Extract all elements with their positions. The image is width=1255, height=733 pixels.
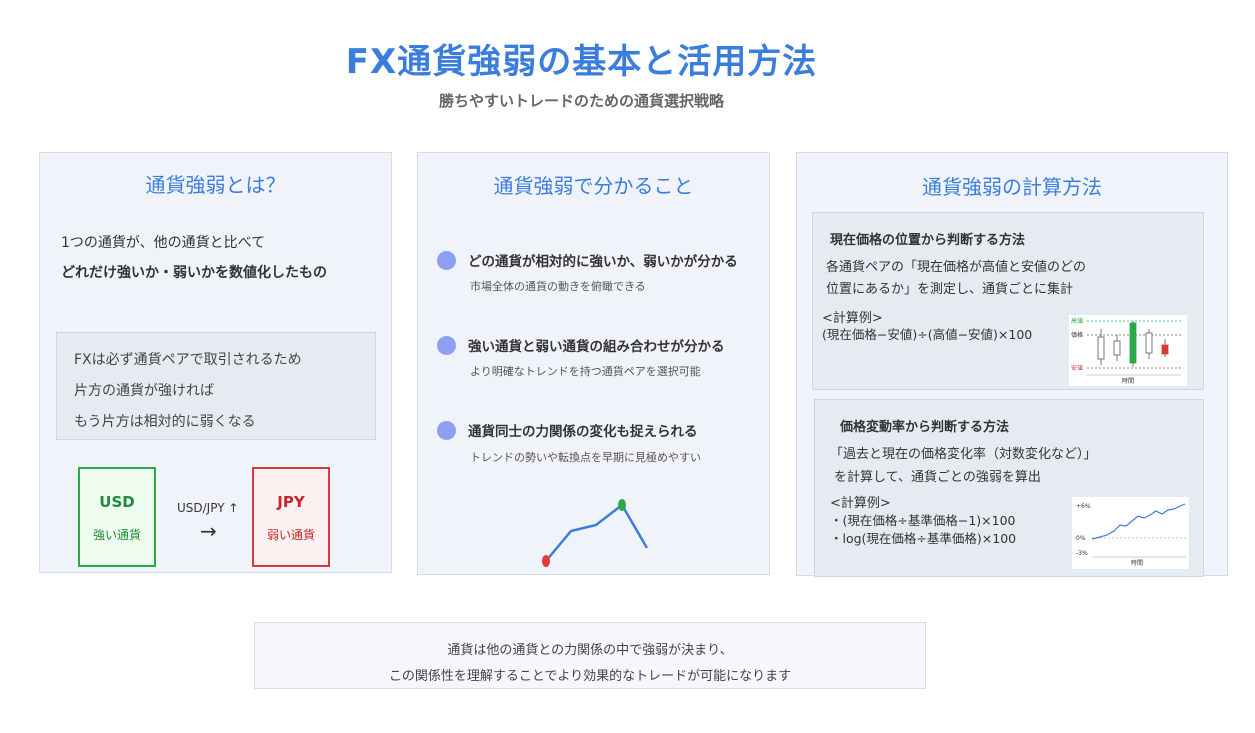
candle [1129,322,1137,364]
candle [1145,332,1153,354]
tick-mid: 0% [1076,535,1086,542]
trend-high-point [618,499,626,511]
note-line-2: 片方の通貨が強ければ [74,383,214,399]
rate-example-label: <計算例> [830,496,891,511]
strong-currency-box: USD 強い通貨 [78,467,156,567]
strong-currency-code: USD [99,493,135,511]
insight-detail-2: より明確なトレンドを持つ通貨ペアを選択可能 [470,365,701,378]
rate-method-box: 価格変動率から判断する方法 「過去と現在の価格変化率（対数変化など）」 を計算し… [814,399,1204,577]
insight-heading-1: どの通貨が相対的に強いか、弱いかが分かる [468,254,738,270]
candle [1161,344,1169,355]
definition-line-1: 1つの通貨が、他の通貨と比べて [61,235,266,251]
summary-line-2: この関係性を理解することでより効果的なトレードが可能になります [388,669,792,684]
position-method-title: 現在価格の位置から判断する方法 [830,233,1026,248]
insights-title: 通貨強弱で分かること [493,174,694,198]
pair-note-box: FXは必ず通貨ペアで取引されるため 片方の通貨が強ければ もう片方は相対的に弱く… [56,332,376,440]
position-method-box: 現在価格の位置から判断する方法 各通貨ペアの「現在価格が高値と安値のどの 位置に… [812,212,1204,390]
candlestick-chart: 高値 価格 安値 時間 [1069,315,1187,386]
rate-method-desc-2: を計算して、通貨ごとの強弱を算出 [834,470,1041,485]
low-label: 安値 [1071,364,1083,372]
summary-box: 通貨は他の通貨との力関係の中で強弱が決まり、 この関係性を理解することでより効果… [254,622,926,689]
position-example-label: <計算例> [822,311,883,326]
position-method-desc-2: 位置にあるか」を測定し、通貨ごとに集計 [826,282,1074,297]
candle [1113,340,1121,356]
definition-line-2: どれだけ強いか・弱いかを数値化したもの [61,265,327,281]
position-method-desc-1: 各通貨ペアの「現在価格が高値と安値のどの [826,260,1087,275]
candles [1097,321,1169,367]
pair-label: USD/JPY ↑ [177,501,239,515]
time-label: 時間 [1131,559,1143,567]
calculation-title: 通貨強弱の計算方法 [922,175,1102,199]
high-label: 高値 [1071,317,1083,325]
summary-line-1: 通貨は他の通貨との力関係の中で強弱が決まり、 [447,643,733,658]
arrow-right-icon: → [200,519,217,543]
trend-line-illustration [542,499,649,567]
definition-title: 通貨強弱とは？ [145,173,286,197]
rate-method-desc-1: 「過去と現在の価格変化率（対数変化など）」 [830,447,1097,462]
page-subtitle: 勝ちやすいトレードのための通貨選択戦略 [438,92,724,110]
tick-bottom: -3% [1076,550,1088,557]
rate-change-chart: +6% 0% -3% 時間 [1072,497,1189,569]
insight-detail-1: 市場全体の通貨の動きを俯瞰できる [470,280,646,293]
insight-heading-2: 強い通貨と弱い通貨の組み合わせが分かる [468,339,725,355]
bullet-icon [437,336,456,355]
bullet-icon [437,251,456,270]
weak-currency-label: 弱い通貨 [266,528,315,542]
strong-currency-label: 強い通貨 [92,528,141,542]
time-label: 時間 [1122,377,1134,385]
trend-low-point [542,555,550,567]
definition-panel: 通貨強弱とは？ 1つの通貨が、他の通貨と比べて どれだけ強いか・弱いかを数値化し… [39,152,392,573]
position-formula: (現在価格−安値)÷(高値−安値)×100 [822,327,1033,342]
rate-formula-2: ・log(現在価格÷基準価格)×100 [830,531,1017,546]
tick-top: +6% [1076,503,1091,510]
rate-line [1091,503,1186,540]
bullet-icon [437,421,456,440]
note-line-1: FXは必ず通貨ペアで取引されるため [74,352,302,368]
insights-panel: 通貨強弱で分かること どの通貨が相対的に強いか、弱いかが分かる 市場全体の通貨の… [417,152,770,575]
rate-method-title: 価格変動率から判断する方法 [840,420,1010,435]
insight-heading-3: 通貨同士の力関係の変化も捉えられる [468,424,698,440]
page-title: FX通貨強弱の基本と活用方法 [345,42,818,82]
trend-line [545,503,649,562]
candle [1097,336,1105,360]
weak-currency-box: JPY 弱い通貨 [252,467,330,567]
price-label: 価格 [1071,331,1083,339]
rate-formula-1: ・(現在価格÷基準価格−1)×100 [830,513,1016,528]
calculation-panel: 通貨強弱の計算方法 現在価格の位置から判断する方法 各通貨ペアの「現在価格が高値… [796,152,1228,577]
note-line-3: もう片方は相対的に弱くなる [74,414,256,430]
insight-detail-3: トレンドの勢いや転換点を早期に見極めやすい [470,451,701,464]
weak-currency-code: JPY [277,493,305,511]
